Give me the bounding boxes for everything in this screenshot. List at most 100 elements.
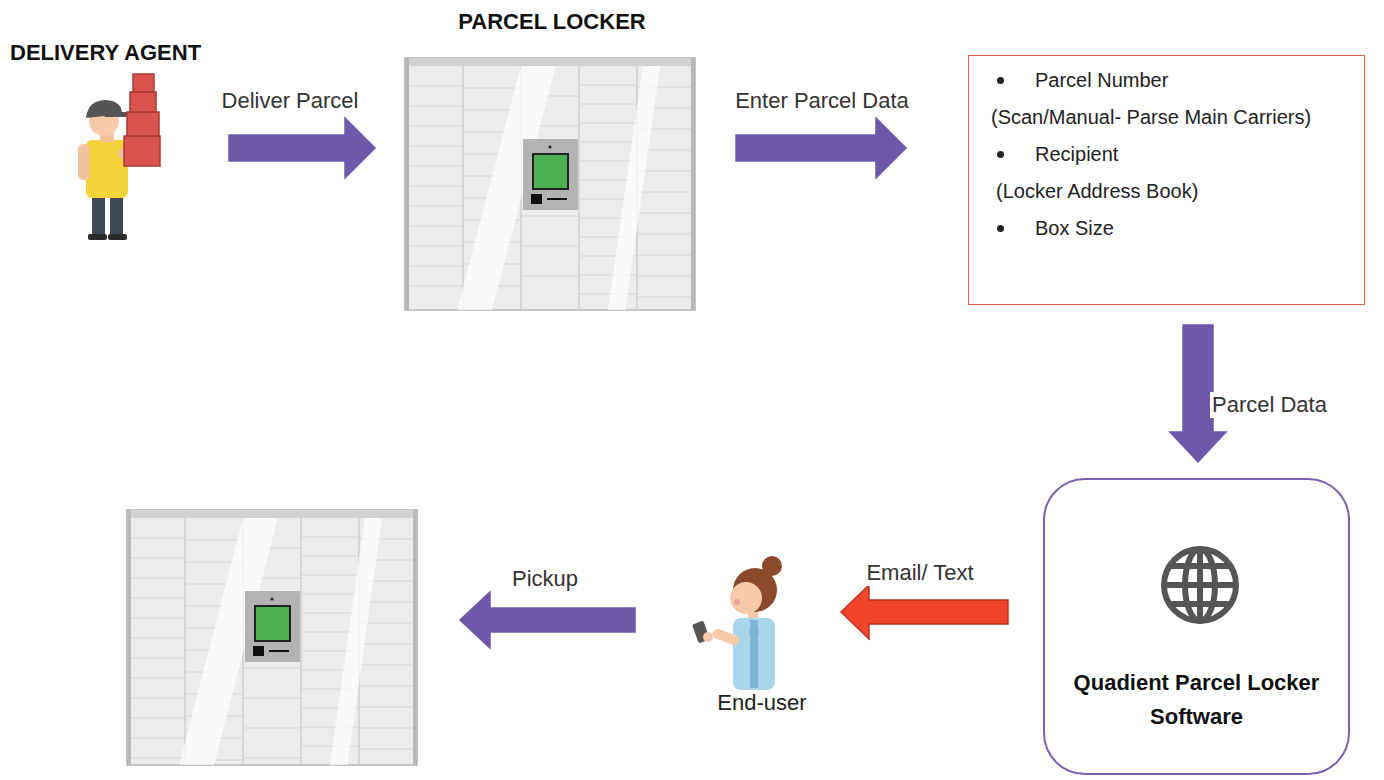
parcel-locker-illustration: [127, 510, 417, 765]
illustration-part: [127, 112, 159, 136]
illustration-part: [127, 537, 185, 538]
illustration-part: [127, 677, 185, 678]
illustration-part: [92, 195, 105, 237]
illustration-part: [127, 757, 185, 758]
illustration-part: [703, 632, 713, 642]
illustration-part: [127, 510, 131, 765]
illustration-part: [405, 285, 463, 286]
illustration-part: [521, 275, 579, 276]
illustration-part: [637, 212, 695, 213]
illustration-part: [301, 593, 359, 594]
illustration-part: [110, 195, 123, 237]
illustration-part: [405, 85, 463, 86]
illustration-part: [127, 717, 185, 718]
illustration-part: [1197, 549, 1203, 621]
illustration-part: [253, 646, 264, 656]
illustration-part: [405, 225, 463, 226]
illustration-part: [405, 58, 695, 66]
illustration-part: [730, 582, 762, 614]
flow-arrow: [229, 118, 375, 178]
end-user: End-user: [688, 550, 836, 720]
illustration-part: [124, 136, 160, 166]
illustration-part: [405, 125, 463, 126]
edge-label: Pickup: [510, 566, 580, 592]
parcel-locker-illustration: [405, 58, 695, 310]
software-box: Quadient Parcel Locker Software: [1043, 478, 1350, 775]
illustration-part: [359, 706, 417, 707]
illustration-part: [1164, 549, 1236, 621]
illustration-part: [711, 628, 741, 647]
parcel-locker-illustration: [127, 58, 695, 765]
flow-arrow: [460, 592, 635, 648]
illustration-part: [608, 66, 660, 310]
illustration-part: [405, 205, 463, 206]
node-text: (Locker Address Book): [996, 173, 1350, 210]
illustration-part: [359, 664, 417, 665]
illustration-part: [127, 697, 185, 698]
parcel-data-box: Parcel Number(Scan/Manual- Parse Main Ca…: [968, 55, 1365, 305]
illustration-part: [127, 617, 185, 618]
illustration-part: [750, 620, 758, 688]
edge-label: Email/ Text: [864, 560, 975, 586]
delivery-agent: DELIVERY AGENT: [10, 40, 229, 245]
illustration-part: [243, 757, 301, 758]
node-text: Recipient: [1035, 136, 1350, 173]
illustration-part: [127, 637, 185, 638]
illustration-part: [359, 685, 417, 686]
illustration-part: [637, 296, 695, 297]
illustration-part: [405, 265, 463, 266]
illustration-part: [243, 667, 301, 668]
illustration-part: [405, 245, 463, 246]
node-text: Parcel Number: [1035, 62, 1350, 99]
illustration-part: [330, 518, 382, 765]
illustration-part: [749, 627, 759, 637]
illustration-part: [184, 518, 186, 765]
illustration-part: [243, 727, 301, 728]
illustration-part: [405, 165, 463, 166]
illustration-part: [301, 612, 359, 613]
illustration-part: [301, 745, 359, 746]
end-user-figure: [692, 556, 782, 690]
illustration-part: [637, 233, 695, 234]
illustration-part: [734, 599, 740, 605]
illustration-part: [301, 574, 359, 575]
illustration-part: [691, 58, 695, 310]
illustration-part: [413, 510, 417, 765]
illustration-part: [301, 555, 359, 556]
edge-label: Deliver Parcel: [220, 88, 361, 114]
illustration-part: [637, 254, 695, 255]
illustration-part: [405, 105, 463, 106]
node-text: (Scan/Manual- Parse Main Carriers): [991, 99, 1350, 136]
illustration-part: [579, 103, 637, 104]
illustration-part: [579, 84, 637, 85]
illustration-part: [243, 697, 301, 698]
node-text: End-user: [688, 690, 836, 716]
illustration-part: [463, 87, 521, 88]
edge-label: Enter Parcel Data: [733, 88, 911, 114]
flow-arrow: [841, 585, 1008, 639]
node-heading: PARCEL LOCKER: [395, 5, 709, 35]
illustration-part: [547, 198, 567, 200]
illustration-part: [531, 194, 542, 204]
illustration-part: [579, 160, 637, 161]
illustration-part: [127, 510, 417, 765]
node-heading: DELIVERY AGENT: [10, 40, 229, 66]
illustration-part: [359, 748, 417, 749]
illustration-part: [405, 58, 409, 310]
illustration-part: [521, 245, 579, 246]
parcel-locker: [127, 510, 417, 765]
illustration-part: [405, 58, 695, 310]
illustration-part: [269, 650, 289, 652]
illustration-part: [405, 185, 463, 186]
illustration-part: [359, 727, 417, 728]
illustration-part: [300, 518, 302, 765]
illustration-part: [637, 170, 695, 171]
illustration-part: [127, 557, 185, 558]
illustration-part: [127, 737, 185, 738]
illustration-part: [130, 92, 156, 112]
illustration-part: [549, 146, 552, 149]
illustration-part: [78, 144, 90, 180]
illustration-part: [462, 66, 464, 310]
illustration-part: [579, 141, 637, 142]
